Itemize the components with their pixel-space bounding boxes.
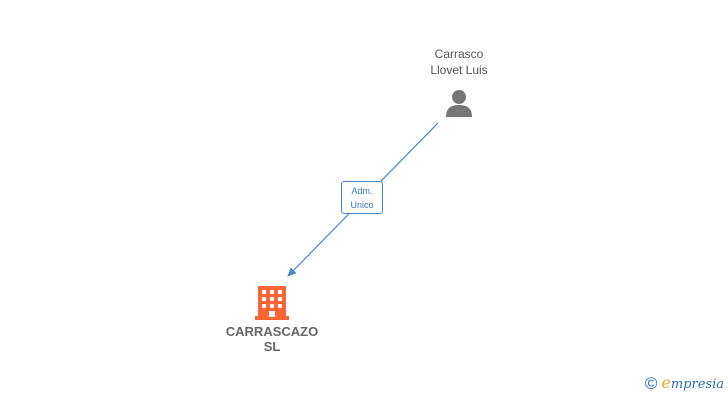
- person-name-line2: Llovet Luis: [430, 63, 488, 77]
- person-name-label[interactable]: Carrasco Llovet Luis: [400, 46, 518, 78]
- company-name-line1: CARRASCAZO: [225, 324, 319, 339]
- person-icon[interactable]: [444, 88, 474, 118]
- company-name-line2: SL: [263, 339, 281, 354]
- building-icon[interactable]: [255, 284, 289, 320]
- brand-logo-initial: e: [661, 373, 671, 392]
- copyright-icon: ©: [644, 374, 658, 393]
- company-name-label[interactable]: CARRASCAZO SL: [205, 324, 339, 354]
- relation-label-line2: Unico: [350, 200, 374, 210]
- footer-brand: © empresia: [644, 373, 724, 395]
- relation-label: Adm. Unico: [341, 181, 383, 214]
- person-name-line1: Carrasco: [434, 47, 484, 61]
- brand-logo[interactable]: empresia: [661, 373, 724, 395]
- brand-logo-rest: mpresia: [670, 377, 724, 392]
- relation-label-line1: Adm.: [351, 186, 373, 196]
